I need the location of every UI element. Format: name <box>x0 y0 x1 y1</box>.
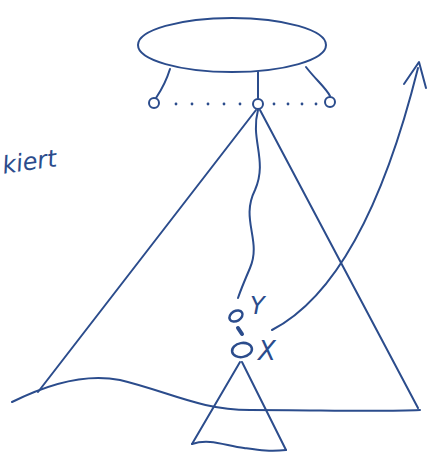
node-label: Y <box>250 294 265 318</box>
node-label: X <box>258 338 276 364</box>
x-node: X <box>228 334 280 366</box>
note-label: kiert <box>1 146 58 177</box>
y-node: Y <box>224 292 269 328</box>
link-line <box>238 328 242 334</box>
